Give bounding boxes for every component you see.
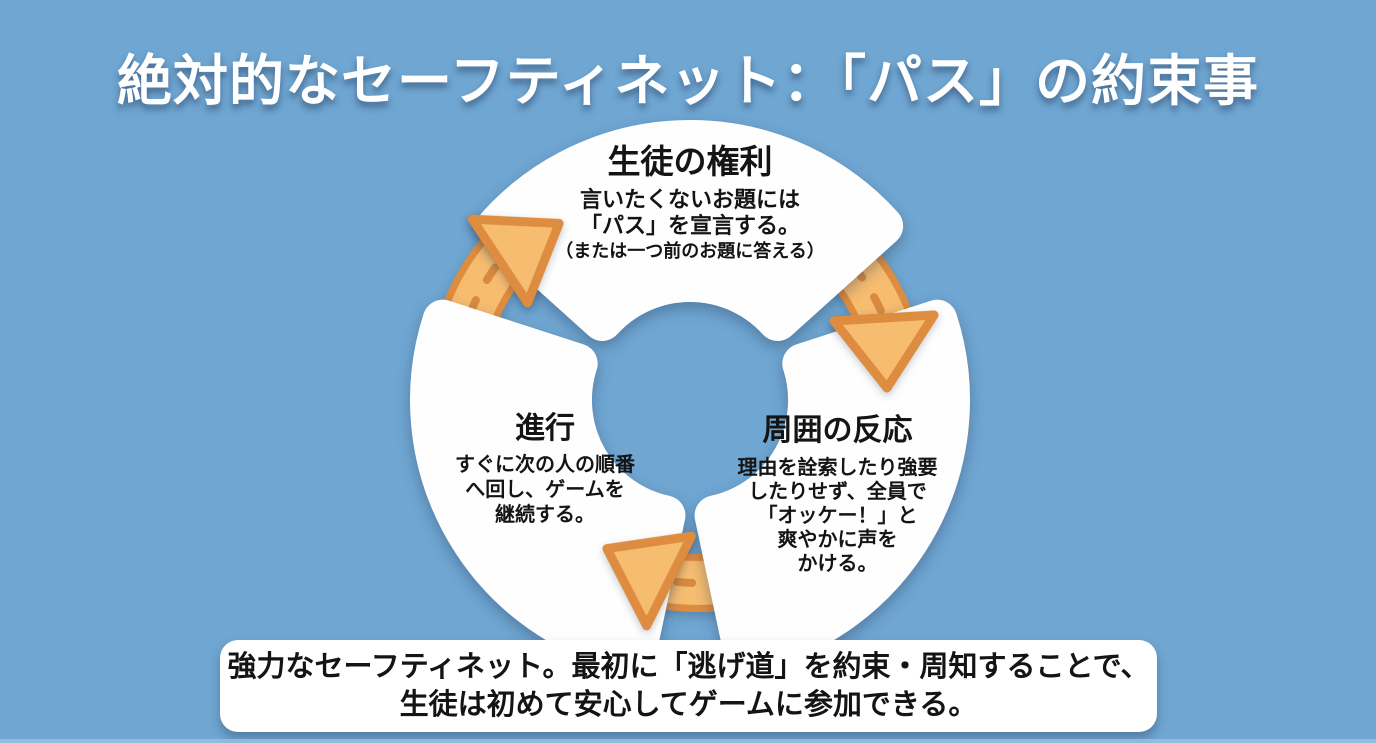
step-body-line: 「オッケー！」と (757, 505, 918, 527)
step-body-line: したりせず、全員で (748, 481, 927, 503)
step-heading: 周囲の反応 (762, 414, 913, 447)
page-title: 絶対的なセーフティネット：「パス」の約束事 (117, 50, 1259, 112)
step-body: すぐに次の人の順番 へ回し、ゲームを 継続する。 (395, 453, 695, 528)
step-note: （または一つ前のお題に答える） (555, 241, 825, 261)
step-student-right: 生徒の権利 言いたくないお題には 「パス」を宣言する。 （または一つ前のお題に答… (440, 140, 940, 264)
step-body-line: 継続する。 (495, 504, 595, 526)
step-body-line: へ回し、ゲームを (465, 479, 625, 501)
summary-box: 強力なセーフティネット。最初に「逃げ道」を約束・周知することで、 生徒は初めて安… (220, 640, 1157, 732)
step-surrounding-reaction: 周囲の反応 理由を詮索したり強要 したりせず、全員で 「オッケー！」と 爽やかに… (690, 412, 985, 576)
step-body: 理由を詮索したり強要 したりせず、全員で 「オッケー！」と 爽やかに声を かける… (690, 456, 985, 576)
bottom-edge-highlight (0, 739, 1376, 743)
step-heading: 生徒の権利 (607, 143, 773, 180)
step-body-line: 「パス」を宣言する。 (579, 213, 800, 238)
step-heading: 進行 (515, 412, 575, 445)
step-progression: 進行 すぐに次の人の順番 へ回し、ゲームを 継続する。 (395, 410, 695, 528)
step-body-line: 理由を詮索したり強要 (737, 457, 938, 479)
step-body-line: 爽やかに声を (777, 529, 898, 551)
summary-line: 強力なセーフティネット。最初に「逃げ道」を約束・周知することで、 (227, 651, 1150, 683)
step-body-line: かける。 (797, 553, 878, 575)
step-body-line: 言いたくないお題には (579, 187, 800, 212)
step-body: 言いたくないお題には 「パス」を宣言する。 (440, 187, 940, 239)
step-body-line: すぐに次の人の順番 (455, 454, 635, 476)
summary-line: 生徒は初めて安心してゲームに参加できる。 (399, 689, 978, 721)
